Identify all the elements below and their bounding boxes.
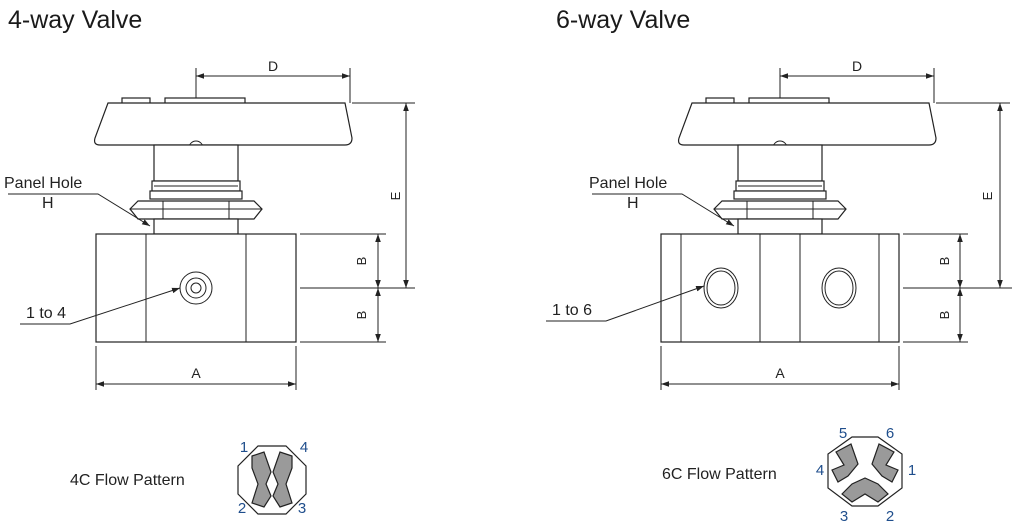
six-c-port-4: 4 — [816, 462, 824, 479]
svg-text:B: B — [937, 257, 952, 266]
four-way-dim-d: D — [195, 58, 351, 103]
six-way-handle — [677, 97, 937, 156]
four-way-dim-a: A — [95, 346, 297, 390]
four-way-dim-b: B B — [300, 233, 386, 343]
six-way-panel-hole-label: Panel Hole — [589, 175, 667, 192]
four-way-valve: 4-way Valve — [4, 6, 415, 517]
six-way-dim-a: A — [660, 346, 900, 390]
six-way-valve: 6-way Valve — [546, 6, 1012, 525]
svg-text:A: A — [775, 365, 785, 381]
svg-text:A: A — [191, 365, 201, 381]
four-way-body — [95, 233, 297, 343]
six-c-port-5: 5 — [839, 425, 847, 442]
six-way-ports-label: 1 to 6 — [552, 302, 592, 319]
four-way-dim-e: E — [300, 102, 415, 289]
six-c-port-2: 2 — [886, 508, 894, 525]
svg-text:E: E — [980, 191, 995, 200]
four-c-port-1: 1 — [240, 439, 248, 456]
four-way-stem — [149, 144, 243, 200]
four-way-ports-leader — [20, 287, 181, 325]
six-way-dim-b: B B — [903, 233, 968, 343]
four-way-flow-label: 4C Flow Pattern — [70, 472, 185, 489]
four-way-handle — [93, 97, 353, 156]
four-c-port-4: 4 — [300, 439, 308, 456]
four-way-title: 4-way Valve — [8, 6, 142, 34]
svg-text:B: B — [354, 311, 369, 320]
six-way-ports-leader — [546, 285, 705, 322]
four-way-panel-hole-label: Panel Hole — [4, 175, 82, 192]
four-way-ports-label: 1 to 4 — [26, 305, 66, 322]
svg-text:D: D — [852, 58, 862, 74]
six-way-title: 6-way Valve — [556, 6, 690, 34]
six-c-flow-pattern-icon: 1 2 3 4 5 6 — [816, 425, 916, 525]
six-c-port-6: 6 — [886, 425, 894, 442]
svg-text:E: E — [388, 191, 403, 200]
six-way-panel-hole-sub: H — [627, 195, 639, 212]
four-c-flow-pattern-icon: 1 2 3 4 — [237, 439, 308, 517]
six-way-panel-nut — [713, 200, 847, 235]
four-way-panel-hole-sub: H — [42, 195, 54, 212]
six-way-stem — [733, 144, 827, 200]
svg-text:D: D — [268, 58, 278, 74]
six-way-flow-label: 6C Flow Pattern — [662, 466, 777, 483]
four-c-port-2: 2 — [238, 500, 246, 517]
four-way-panel-nut — [129, 200, 263, 235]
svg-text:B: B — [937, 311, 952, 320]
four-way-panel-hole-leader — [8, 193, 151, 227]
six-way-body — [660, 233, 900, 343]
four-c-port-3: 3 — [298, 500, 306, 517]
six-c-port-3: 3 — [840, 508, 848, 525]
svg-text:B: B — [354, 257, 369, 266]
six-way-dim-d: D — [779, 58, 935, 103]
six-way-panel-hole-leader — [592, 193, 735, 227]
six-c-port-1: 1 — [908, 462, 916, 479]
